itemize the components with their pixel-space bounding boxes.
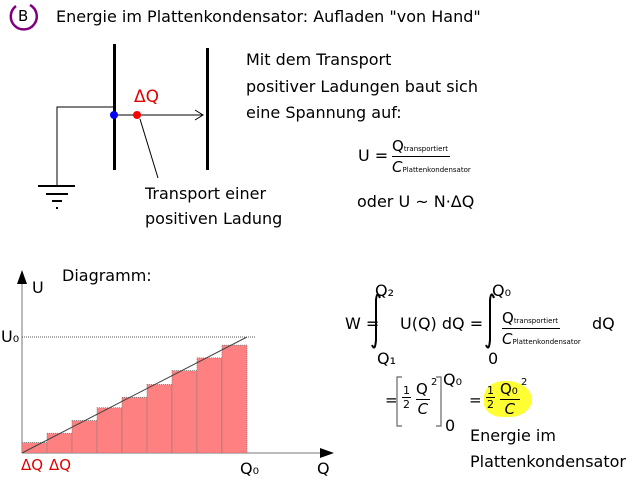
step-label-2: ΔQ [49,456,72,474]
chart-bar [121,396,148,454]
half-numerator: 1 [402,384,411,398]
badge-circle [9,3,39,31]
chart-bar [96,407,123,454]
y-tick-u0: U₀ [1,327,20,346]
numerator: Q [502,309,514,327]
denominator: C [392,158,403,176]
chart-bar [146,384,173,454]
denominator: C [502,330,513,348]
differential: dQ [592,314,615,333]
chart-bar [171,370,198,454]
numerator: Q [392,137,404,155]
page-title: Energie im Plattenkondensator: Aufladen … [56,7,481,26]
numerator-subscript: transportiert [403,145,449,153]
q-squared-over-c: Q C [416,380,430,418]
x-tick-q0: Q₀ [240,459,260,478]
integral-upper-limit-1: Q₂ [375,281,395,300]
integrand-2-fraction: Qtransportiert CPlattenkondensator [502,308,581,348]
exponent-2: 2 [431,377,438,388]
charge-label: ΔQ [134,87,160,107]
denominator-subscript: Plattenkondensator [402,166,471,174]
result-q0-squared-over-c: Q₀ C [500,380,520,418]
result-caption-line-1: Energie im [470,426,556,445]
ground-wire [56,106,114,186]
linear-reference-line [21,336,248,454]
charge-caption-line-2: positiven Ladung [145,209,283,228]
charge-caption-line-1: Transport einer [145,184,267,203]
equals-3: = [469,391,482,409]
integrand-1: U(Q) dQ = [400,314,484,333]
integral-lower-limit-2: 0 [488,349,499,368]
y-axis-label: U [32,278,44,297]
plate-point [110,111,118,119]
explanation-line-2: positiver Ladungen baut sich [246,77,478,96]
ground-icon [38,185,75,209]
y-axis-arrow-icon [17,270,27,284]
equals-2: = [385,391,398,409]
proportionality-formula: oder U ~ N·ΔQ [357,192,475,211]
voltage-formula-lhs: U = [358,146,389,165]
voltage-formula-fraction: Qtransportiert CPlattenkondensator [392,136,471,176]
half-fraction: 1 2 [402,384,411,411]
explanation-line-3: eine Spannung auf: [246,103,402,122]
diagram-label: Diagramm: [62,266,152,285]
arrowhead-icon [194,109,204,121]
half-numerator: 1 [486,384,495,398]
integral-sign-icon [371,293,495,349]
evaluation-upper-limit: Q₀ [443,370,463,389]
integral-lower-limit-1: Q₁ [377,349,397,368]
q-symbol: Q [416,380,428,398]
result-caption-line-2: Plattenkondensator [470,452,626,471]
half-denominator: 2 [403,398,410,411]
right-plate [206,48,209,170]
work-lhs: W = [345,314,380,333]
integral-upper-limit-2: Q₀ [492,281,512,300]
evaluation-brackets [396,376,442,427]
half-denominator: 2 [487,398,494,411]
result-half-fraction: 1 2 [486,384,495,411]
numerator-subscript: transportiert [513,317,559,325]
chart-bar [196,357,223,454]
denominator-subscript: Plattenkondensator [512,338,581,346]
charge-dot [133,111,141,119]
x-axis-label: Q [317,459,330,478]
q0-symbol: Q₀ [500,380,518,398]
c-symbol: C [504,400,516,418]
chart-bar [46,432,73,454]
step-label-1: ΔQ [21,456,44,474]
explanation-line-1: Mit dem Transport [246,50,392,69]
c-symbol: C [417,400,429,418]
chart-bar [221,344,248,454]
badge-letter: B [18,7,29,25]
left-plate [113,44,116,170]
evaluation-lower-limit: 0 [445,416,456,435]
x-axis-arrow-icon [320,448,334,458]
result-exponent-2: 2 [521,377,528,388]
caption-pointer [139,118,159,179]
